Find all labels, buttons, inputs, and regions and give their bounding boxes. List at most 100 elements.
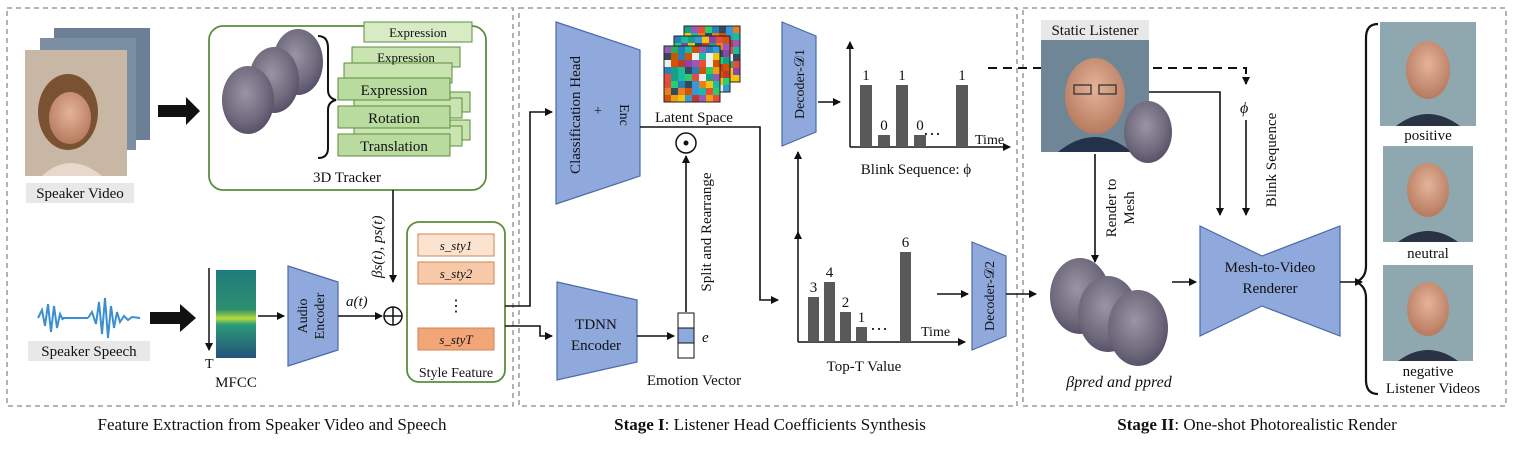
feature-section-frame	[6, 7, 514, 407]
latent-cell	[733, 68, 740, 75]
classification-head-encoder	[555, 21, 641, 205]
split-rearrange-label: Split and Rearrange	[699, 172, 715, 291]
latent-cell	[685, 67, 692, 74]
latent-cell	[699, 88, 706, 95]
latent-cell	[692, 53, 699, 60]
feature-section-caption: Feature Extraction from Speaker Video an…	[98, 415, 447, 434]
latent-cell	[671, 67, 678, 74]
latent-cell	[685, 95, 692, 102]
latent-cell	[713, 95, 720, 102]
topt-time-label: Time	[921, 325, 950, 340]
audio-encoder	[287, 265, 339, 367]
latent-cell	[664, 67, 671, 74]
blink-chart-bar-label-5: 1	[958, 68, 966, 84]
latent-cell	[723, 85, 730, 92]
s-dots-label: ⋮	[448, 298, 464, 315]
latent-cell	[706, 46, 713, 53]
speaker-video-label: Speaker Video	[36, 186, 124, 202]
static-listener-label-bg	[1041, 20, 1149, 40]
stage1-section-frame	[518, 7, 1018, 407]
latent-cell	[691, 26, 698, 33]
decoder2-label: Decoder-𝒟2	[983, 261, 998, 331]
latent-cell	[733, 54, 740, 61]
latent-cell	[695, 36, 702, 43]
latent-space-grids	[663, 25, 741, 103]
static-listener-photo	[1041, 40, 1149, 152]
listener-videos-label: Listener Videos	[1386, 381, 1480, 397]
latent-cell	[705, 26, 712, 33]
s-styT-label: s_styT	[439, 332, 473, 347]
classification-enc-label: Enc	[616, 104, 631, 126]
predicted-mesh-faces	[1050, 258, 1168, 366]
audio-encoder-label-1: Audio	[296, 299, 311, 334]
elementwise-product-operator	[675, 132, 697, 154]
tdnn-label-1: TDNN	[575, 317, 617, 333]
a-t-label: a(t)	[346, 294, 368, 310]
phi-label: ϕ	[1240, 100, 1248, 117]
blink-chart-bar-label-3: 0	[916, 118, 924, 134]
speech-waveform	[37, 297, 141, 339]
latent-cell	[678, 81, 685, 88]
latent-cell	[678, 88, 685, 95]
blink-chart-bar-5	[956, 85, 968, 147]
latent-cell	[664, 95, 671, 102]
latent-cell	[706, 88, 713, 95]
latent-cell	[706, 53, 713, 60]
latent-cell	[713, 60, 720, 67]
latent-cell	[671, 81, 678, 88]
latent-cell	[692, 46, 699, 53]
renderer-label-1: Mesh-to-Video	[1225, 260, 1316, 276]
blink-sequence-vertical-label: Blink Sequence	[1264, 112, 1280, 207]
blink-chart-bar-label-2: 1	[898, 68, 906, 84]
latent-cell	[719, 26, 726, 33]
rotation-label: Rotation	[368, 111, 420, 127]
latent-cell	[713, 46, 720, 53]
blink-chart-bar-2	[896, 85, 908, 147]
mfcc-spectrogram	[216, 270, 256, 358]
neutral-listener-video	[1383, 146, 1473, 242]
latent-cell	[723, 64, 730, 71]
latent-cell	[684, 26, 691, 33]
sum-operator	[383, 306, 403, 326]
expression-box	[337, 77, 451, 101]
latent-cell	[674, 36, 681, 43]
latent-cell	[726, 26, 733, 33]
latent-cell	[664, 88, 671, 95]
latent-cell	[713, 67, 720, 74]
latent-cell	[712, 26, 719, 33]
stage2-caption-bold: Stage II	[1117, 415, 1175, 434]
latent-cell	[681, 36, 688, 43]
beta-pred-label: βpred and ppred	[1065, 374, 1172, 391]
blink-chart-bar-3	[914, 135, 926, 147]
latent-cell	[664, 81, 671, 88]
latent-cell	[664, 46, 671, 53]
expression-back-label-2: Expression	[377, 50, 435, 65]
topt-chart-bar-1	[824, 282, 835, 342]
latent-cell	[678, 67, 685, 74]
listener-videos-brace	[1353, 22, 1379, 396]
speaker-video-label-bg	[26, 183, 134, 203]
s-sty2-label: s_sty2	[440, 266, 473, 281]
topt-chart-bar-0	[808, 297, 819, 342]
latent-cell	[692, 67, 699, 74]
latent-cell	[692, 88, 699, 95]
latent-cell	[699, 67, 706, 74]
latent-cell	[709, 36, 716, 43]
topt-chart-bar-label-2: 2	[842, 295, 850, 311]
topt-chart-bar-3	[856, 327, 867, 342]
mfcc-label: MFCC	[215, 375, 257, 391]
positive-label: positive	[1404, 128, 1452, 144]
static-listener-label: Static Listener	[1051, 23, 1138, 39]
beta-ps-label: βs(t), ps(t)	[370, 216, 386, 279]
topt-chart-bar-label-5: 6	[902, 235, 910, 251]
stage1-caption-rest: : Listener Head Coefficients Synthesis	[665, 415, 926, 434]
latent-cell	[664, 53, 671, 60]
topt-chart-bar-5	[900, 252, 911, 342]
negative-listener-video	[1383, 265, 1473, 361]
latent-cell	[685, 81, 692, 88]
latent-cell	[688, 36, 695, 43]
latent-cell	[706, 95, 713, 102]
style-feature-label: Style Feature	[419, 366, 493, 381]
latent-cell	[706, 74, 713, 81]
